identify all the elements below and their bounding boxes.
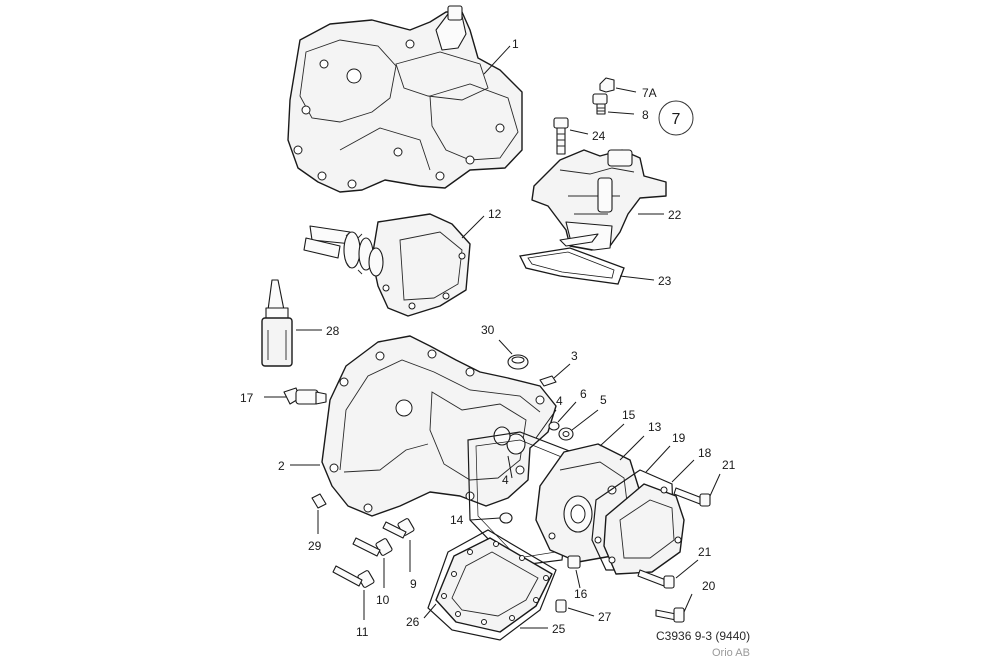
part-gear-set-12: [303, 213, 471, 317]
part-bolt-24: [553, 117, 569, 155]
callout-7a: 7A: [642, 86, 657, 100]
callout-14: 14: [450, 513, 464, 527]
part-seal-5: [558, 427, 574, 441]
drawing-code: C3936 9-3 (9440): [656, 629, 750, 643]
callout-29: 29: [308, 539, 322, 553]
part-bolt-11: [332, 565, 375, 588]
callout-labels: 1 7A 8 24 22 12 23 28 30 3 17 6 4 5 15 1…: [240, 37, 736, 639]
part-sealant-bottle-28: [261, 279, 293, 367]
callout-25: 25: [552, 622, 566, 636]
part-oil-pan-gasket-26: [427, 529, 557, 641]
callout-6: 6: [580, 387, 587, 401]
copyright-owner: Orio AB: [712, 647, 750, 659]
callout-13: 13: [648, 420, 662, 434]
part-plug-14: [499, 512, 513, 524]
callout-5: 5: [600, 393, 607, 407]
callout-9: 9: [410, 577, 417, 591]
callout-10: 10: [376, 593, 390, 607]
callout-22: 22: [668, 208, 682, 222]
callout-24: 24: [592, 129, 606, 143]
part-bolt-9: [382, 518, 415, 539]
leader-lines: [264, 45, 721, 629]
part-sensor-17: [283, 387, 327, 405]
callout-17: 17: [240, 391, 254, 405]
callout-15: 15: [622, 408, 636, 422]
part-bush-30: [507, 354, 529, 370]
part-gasket-23: [519, 247, 625, 285]
callout-12: 12: [488, 207, 502, 221]
part-pin-3: [539, 375, 557, 387]
part-plug-7a: [599, 77, 615, 93]
callout-21b: 21: [698, 545, 712, 559]
callout-19: 19: [672, 431, 686, 445]
part-main-housing-2: [321, 335, 557, 517]
callout-21a: 21: [722, 458, 736, 472]
part-washer-6: [548, 421, 560, 431]
part-oil-pan-25: [435, 537, 553, 633]
part-selector-mechanism-22: [531, 149, 667, 251]
part-bolt-21b: [637, 569, 675, 589]
callout-30: 30: [481, 323, 495, 337]
callout-18: 18: [698, 446, 712, 460]
callout-23: 23: [658, 274, 672, 288]
group-badge: 7: [658, 100, 694, 136]
part-gearbox-assembly: [287, 5, 523, 193]
callout-16: 16: [574, 587, 588, 601]
callout-28: 28: [326, 324, 340, 338]
callout-20: 20: [702, 579, 716, 593]
callout-26: 26: [406, 615, 420, 629]
part-bolt-16: [567, 555, 581, 569]
part-bolt-10: [352, 537, 393, 557]
part-end-cover-18: [603, 483, 685, 575]
part-bolt-21a: [673, 487, 711, 507]
part-switch-8: [592, 93, 608, 115]
part-pin-29: [311, 493, 327, 509]
callout-4b: 4: [502, 473, 509, 487]
part-bolt-20: [655, 607, 685, 623]
part-drain-plug-27: [555, 599, 567, 613]
callout-27: 27: [598, 610, 612, 624]
callout-3: 3: [571, 349, 578, 363]
callout-11: 11: [356, 625, 369, 639]
callout-4a: 4: [556, 394, 563, 408]
group-badge-label: 7: [672, 111, 681, 128]
callout-1: 1: [512, 37, 519, 51]
footer: C3936 9-3 (9440) Orio AB: [656, 629, 750, 659]
callout-2: 2: [278, 459, 285, 473]
callout-8: 8: [642, 108, 649, 122]
